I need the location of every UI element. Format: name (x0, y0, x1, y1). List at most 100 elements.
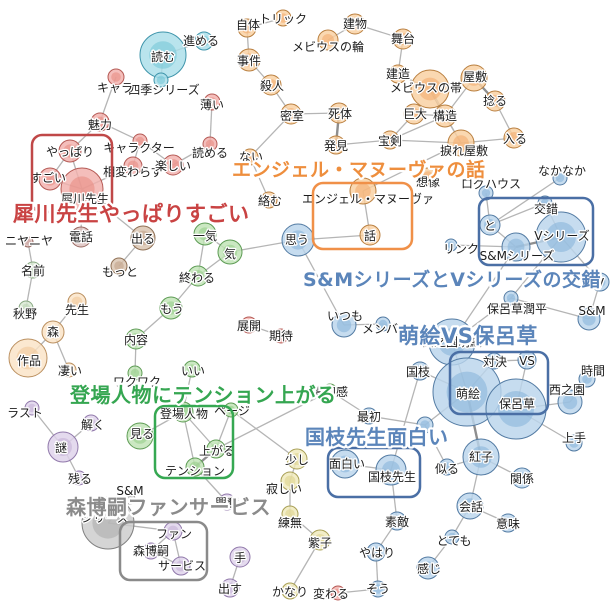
node-label-yomeru: 読める (192, 145, 228, 160)
node-label-kaiwa: 会話 (459, 499, 483, 514)
edge-smR-horokusa_j (510, 297, 590, 320)
node-core-mobiusWa (322, 34, 334, 46)
node-label-nai: ない (239, 150, 263, 164)
node-core-te (234, 551, 246, 563)
node-core-kousaku (540, 198, 550, 208)
node-core-shitai (333, 107, 345, 119)
node-label-ii: いい (181, 364, 205, 378)
node-core-hanashi (364, 229, 376, 241)
edge-kunieda-kunieda_sensei (390, 370, 421, 471)
cluster-label-saikawa: 犀川先生やっぱりすごい (13, 202, 250, 226)
node-core-kunieda_sensei (382, 461, 400, 479)
node-label-fan: ファン (156, 527, 192, 541)
node-label-nakanaka: なかなか (538, 164, 586, 178)
node-core-agaru (210, 443, 222, 455)
node-label-iwakan: 違和感 (312, 384, 348, 399)
node-label-omou: 思う (285, 233, 309, 247)
node-core-sensei (71, 296, 83, 308)
node-core-horokusa_j (506, 293, 516, 303)
node-label-nishinosono_moe: 西之園萌絵 (422, 334, 482, 349)
node-core-toku (86, 418, 96, 428)
node-label-mori: 森 (47, 324, 59, 339)
node-core-trick (278, 13, 288, 23)
node-label-sensei: 先生 (65, 303, 89, 317)
node-label-hakken: 発見 (324, 139, 348, 153)
node-label-v: V (596, 276, 605, 290)
node-core-vseries (546, 222, 576, 252)
node-label-kyara: キャラ (97, 81, 133, 95)
node-core-nokoru (74, 473, 84, 483)
node-core-jiken (242, 53, 256, 67)
edge-iwakan-agaru (215, 390, 331, 450)
node-label-motto: もっと (102, 265, 138, 279)
node-core-nakanaka (555, 173, 565, 183)
node-core-kenzou (392, 68, 404, 80)
node-core-tension (189, 461, 201, 473)
cluster-box-saikawa (30, 133, 114, 214)
node-label-nazo: 謎 (55, 441, 67, 455)
node-core-motto (114, 261, 124, 271)
node-label-kitai: 期待 (269, 329, 293, 343)
node-label-morihiroshi: 森博嗣 (133, 543, 169, 558)
node-label-totemo: とても (436, 534, 471, 548)
node-core-shiki (156, 75, 166, 85)
node-label-imi: 意味 (496, 516, 520, 531)
node-label-dasu: 出す (218, 582, 242, 596)
node-core-tenkai (244, 320, 254, 330)
node-core-sugoi2 (64, 365, 74, 375)
node-label-sou: そう (366, 582, 390, 596)
node-label-kyodai: 巨大 (403, 107, 427, 121)
node-label-angel: エンジェル・マヌーヴァ (302, 191, 434, 206)
node-label-denwa: 電話 (69, 229, 93, 244)
node-label-smseries: S&Mシリーズ (480, 248, 555, 263)
node-label-niru: 似る (435, 462, 459, 476)
cluster-label-morifan: 森博嗣ファンサービス (66, 495, 271, 519)
edge-saisho-hidden1 (368, 415, 426, 426)
node-label-link: リンク (443, 242, 479, 256)
node-core-koufun (222, 497, 232, 507)
node-label-tension: テンション (165, 464, 225, 478)
node-core-kaiwa (462, 498, 478, 514)
node-core-susumeru (198, 35, 210, 47)
node-core-jikan (582, 374, 592, 384)
node-label-namae: 名前 (21, 263, 45, 278)
node-core-satsujin (265, 79, 277, 91)
node-core-kitai (276, 331, 286, 341)
node-core-taiketsu (489, 356, 499, 366)
node-core-suteki (391, 515, 403, 527)
node-core-sukoshi (291, 453, 303, 465)
node-label-kenzou: 建造 (386, 67, 410, 81)
node-core-morihiroshi (146, 546, 156, 556)
node-core-moe (446, 371, 488, 413)
node-core-hineru (489, 95, 501, 107)
node-core-angel (355, 183, 371, 199)
node-core-nishinosono_moe (438, 328, 466, 356)
node-label-mobiusObi: メビウスの帯 (390, 81, 462, 95)
node-core-ikki (198, 227, 212, 241)
node-label-jouzu: 上手 (562, 431, 586, 445)
node-core-tanoshii (167, 159, 179, 171)
node-label-nerina: 練無 (278, 515, 302, 530)
node-core-smseries (507, 238, 525, 256)
node-label-miru: 見る (130, 427, 154, 441)
node-core-yomeru (205, 139, 215, 149)
node-label-tanoshii: 楽しい (155, 159, 191, 173)
node-core-akino (21, 303, 31, 313)
node-core-denwa (75, 231, 87, 243)
node-label-yappari: やっぱり (46, 145, 94, 159)
node-label-moe: 萌絵 (456, 386, 480, 401)
node-core-hidden1 (420, 420, 430, 430)
node-core-kankei (516, 472, 528, 484)
node-core-service (175, 560, 187, 572)
node-label-vseries: Vシリーズ (534, 228, 590, 243)
node-core-mori (46, 325, 60, 339)
node-label-toku: 解く (81, 418, 105, 432)
cluster-label-kunieda: 国枝先生面白い (305, 425, 449, 449)
node-core-itsumo (336, 317, 352, 333)
node-label-service: サービス (158, 559, 206, 573)
node-label-vs: VS (519, 354, 535, 368)
node-label-kawaru: 変わる (313, 586, 349, 601)
node-label-aikawarazu: 相変わらず (103, 164, 163, 179)
node-label-jiken: 事件 (237, 54, 261, 68)
node-core-niru (442, 462, 452, 472)
